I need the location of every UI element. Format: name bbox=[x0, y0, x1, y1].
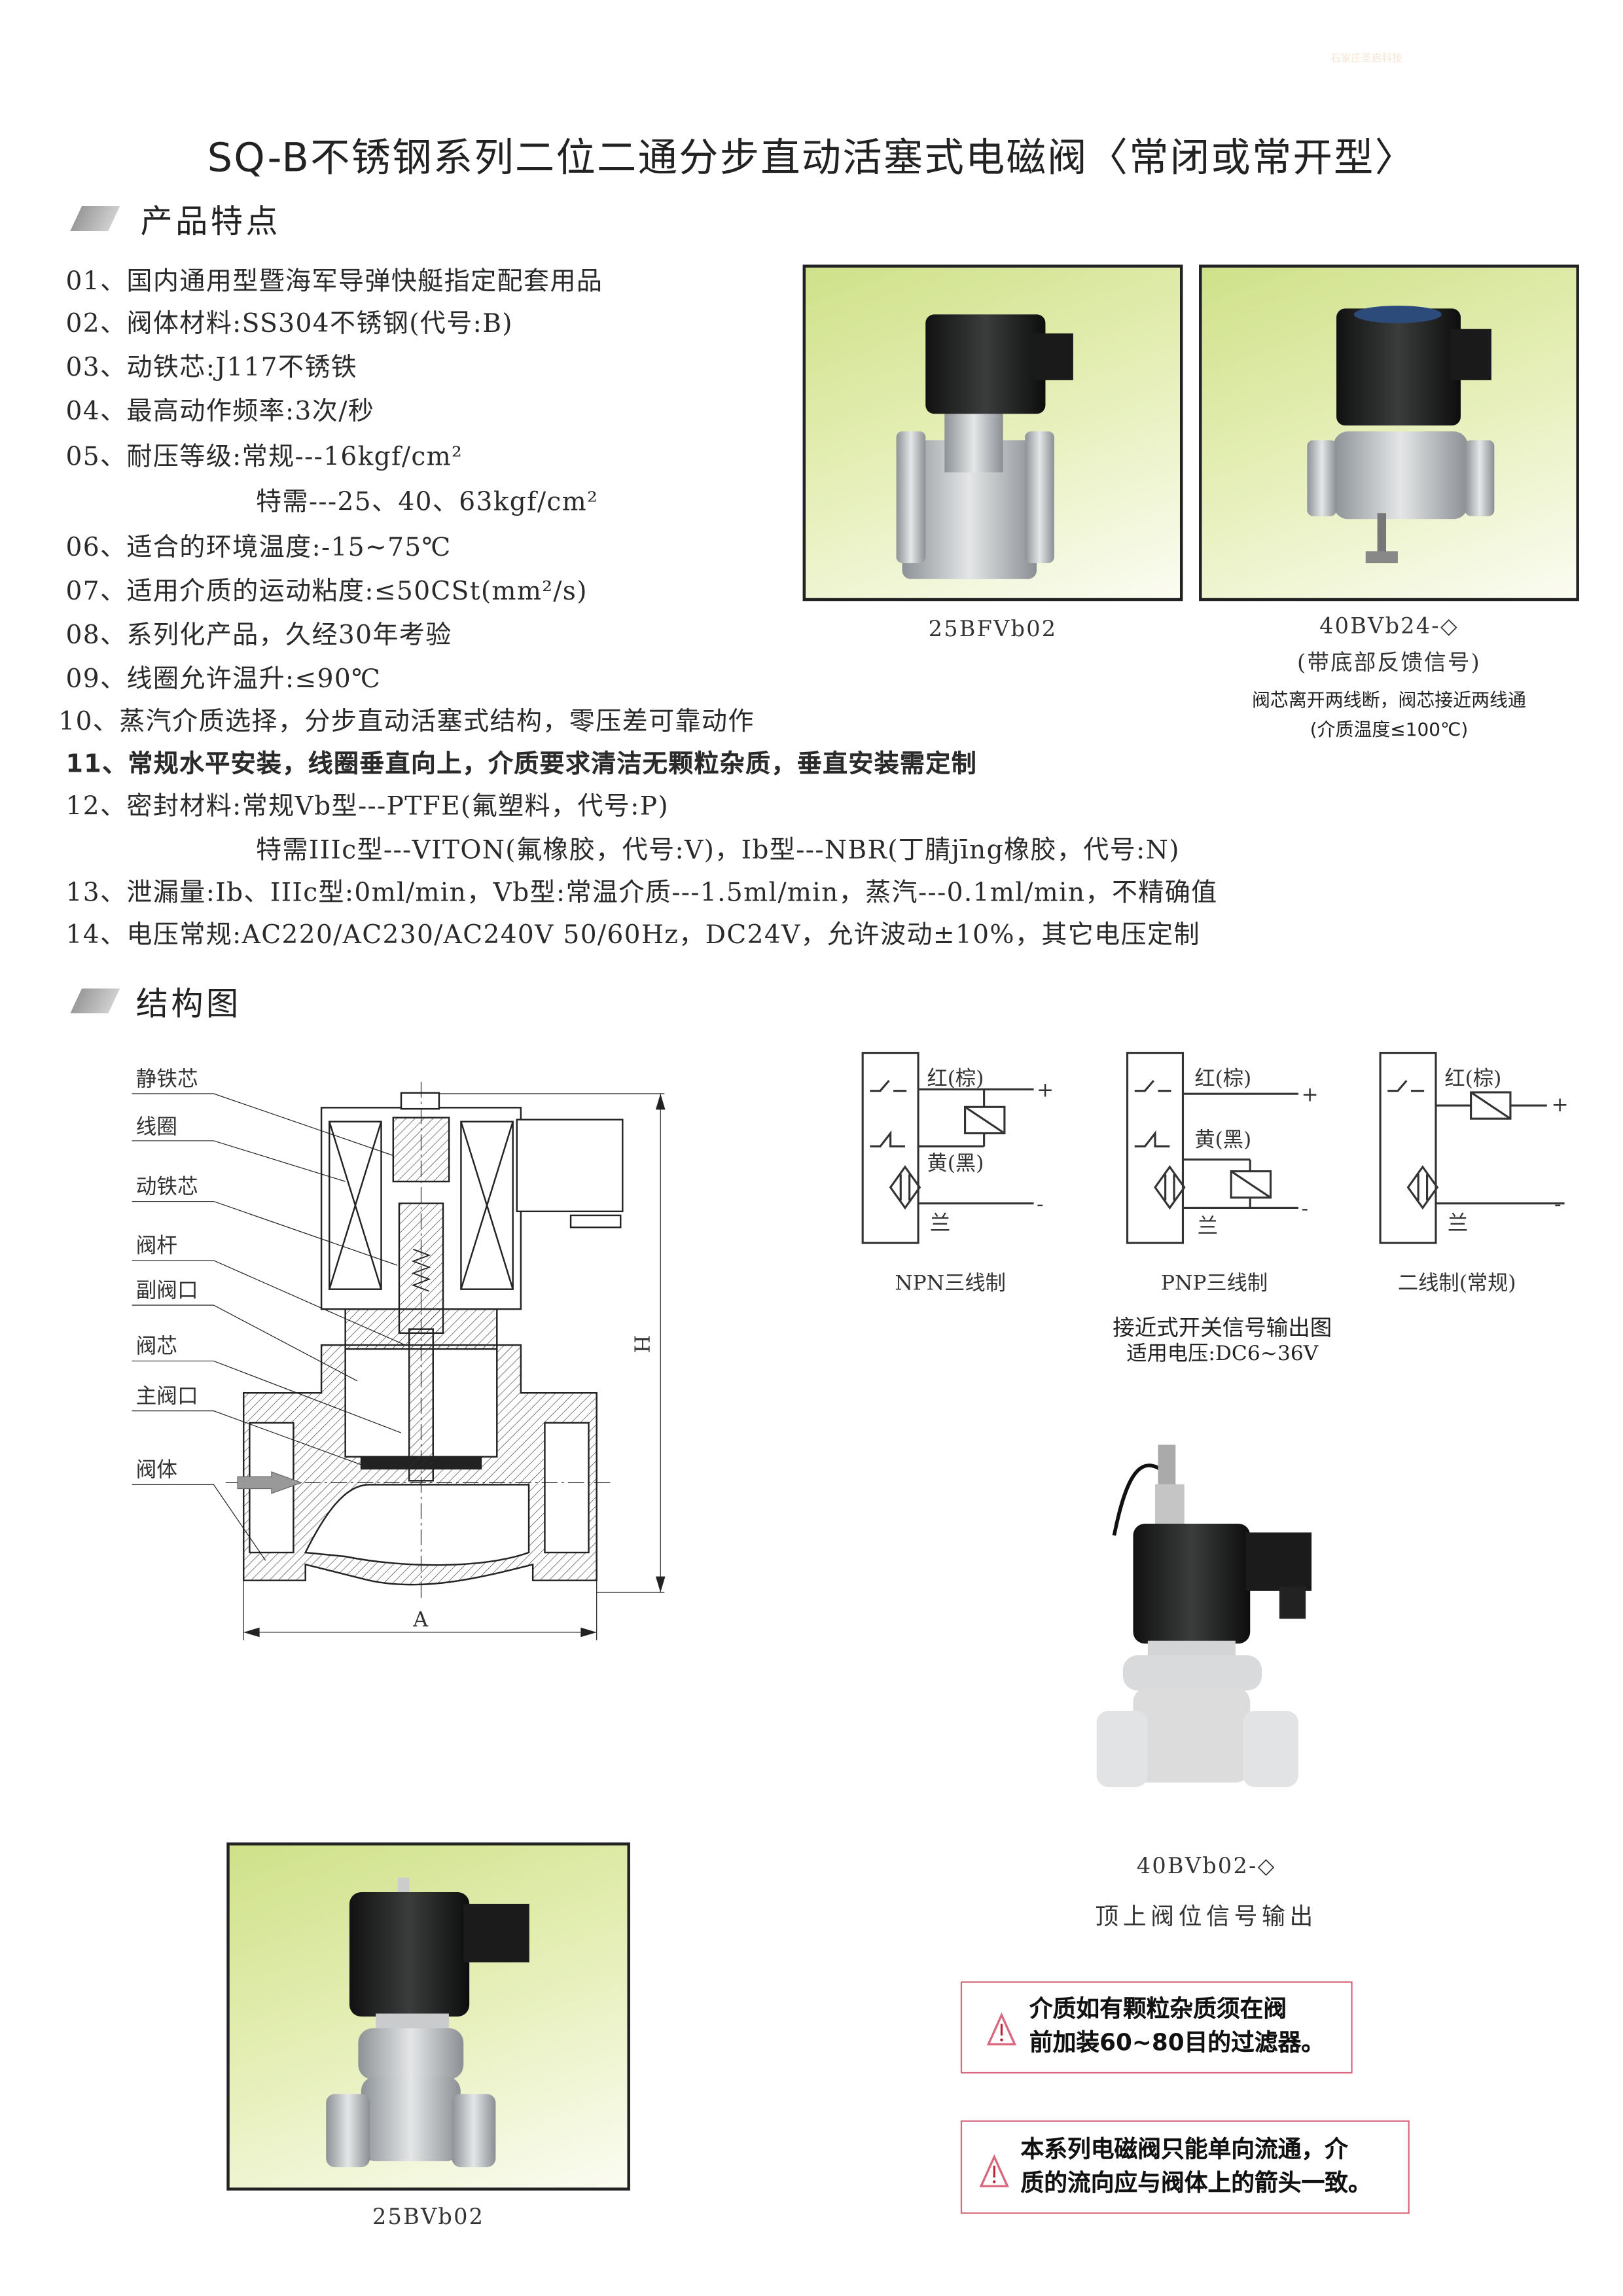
valve-bottom-feedback-image bbox=[1307, 305, 1495, 564]
dimension-a-label: A bbox=[412, 1608, 429, 1632]
warning-text: 前加装60~80目的过滤器。 bbox=[1029, 2028, 1325, 2056]
warning-triangle-icon bbox=[987, 2012, 1016, 2046]
feature-item: 12、密封材料:常规Vb型---PTFE(氟塑料，代号:P) bbox=[65, 792, 669, 822]
minus-label: - bbox=[1037, 1193, 1044, 1216]
product-photo-25BVb02 bbox=[226, 1842, 630, 2191]
wire-red-label: 红(棕) bbox=[1444, 1067, 1501, 1090]
photo-note: 阀芯离开两线断，阀芯接近两线通 bbox=[1251, 689, 1526, 711]
photo-caption: 25BFVb02 bbox=[928, 615, 1058, 642]
feature-item: 10、蒸汽介质选择，分步直动活塞式结构，零压差可靠动作 bbox=[58, 708, 755, 738]
label-main-port: 主阀口 bbox=[136, 1384, 198, 1408]
minus-label: - bbox=[1301, 1197, 1308, 1221]
label-valve-body: 阀体 bbox=[136, 1458, 177, 1482]
feature-item: 06、适合的环境温度:-15~75℃ bbox=[65, 533, 452, 564]
label-static-core: 静铁芯 bbox=[136, 1067, 198, 1091]
warning-text: 质的流向应与阀体上的箭头一致。 bbox=[1020, 2168, 1372, 2197]
page-title: SQ-B不锈钢系列二位二通分步直动活塞式电磁阀〈常闭或常开型〉 bbox=[207, 135, 1416, 182]
label-moving-core: 动铁芯 bbox=[136, 1175, 198, 1198]
photo-caption: 40BVb24-◇ bbox=[1319, 613, 1459, 639]
wire-yellow-label: 黄(黑) bbox=[927, 1151, 984, 1175]
feature-item: 11、常规水平安装，线圈垂直向上，介质要求清洁无颗粒杂质，垂直安装需定制 bbox=[65, 750, 978, 780]
valve-image bbox=[326, 1877, 529, 2168]
npn-caption: NPN三线制 bbox=[895, 1272, 1006, 1295]
photo-caption: 40BVb02-◇ bbox=[1136, 1852, 1276, 1879]
feature-item: 09、线圈允许温升:≤90℃ bbox=[65, 665, 382, 695]
feature-item: 07、适用介质的运动粘度:≤50CSt(mm²/s) bbox=[65, 577, 588, 607]
section-title-structure: 结构图 bbox=[135, 987, 241, 1024]
warning-text: 介质如有颗粒杂质须在阀 bbox=[1029, 1994, 1287, 2022]
product-photo-25BFVb02 bbox=[802, 264, 1183, 601]
section-icon bbox=[70, 988, 120, 1014]
product-photo-40BVb24 bbox=[1199, 264, 1579, 601]
two-wire-caption: 二线制(常规) bbox=[1398, 1272, 1516, 1295]
label-coil: 线圈 bbox=[136, 1115, 177, 1139]
feature-item: 04、最高动作频率:3次/秒 bbox=[65, 397, 375, 427]
feature-item: 01、国内通用型暨海军导弹快艇指定配套用品 bbox=[65, 267, 603, 297]
section-icon bbox=[70, 206, 120, 232]
plus-label: + bbox=[1551, 1093, 1568, 1117]
warning-box-filter: 介质如有颗粒杂质须在阀 前加装60~80目的过滤器。 bbox=[960, 1981, 1353, 2074]
flow-arrow-icon bbox=[237, 1471, 303, 1494]
photo-note: (介质温度≤100℃) bbox=[1310, 717, 1469, 740]
photo-subcaption: 顶上阀位信号输出 bbox=[1095, 1902, 1318, 1931]
section-title-features: 产品特点 bbox=[140, 204, 281, 242]
label-pilot-port: 副阀口 bbox=[136, 1279, 198, 1302]
warning-text: 本系列电磁阀只能单向流通，介 bbox=[1020, 2134, 1348, 2163]
wire-yellow-label: 黄(黑) bbox=[1194, 1128, 1251, 1152]
wire-blue-label: 兰 bbox=[1448, 1211, 1468, 1235]
wiring-title: 接近式开关信号输出图 bbox=[1113, 1315, 1332, 1340]
feature-item: 08、系列化产品，久经30年考验 bbox=[65, 621, 452, 651]
feature-item: 13、泄漏量:Ib、IIIc型:0ml/min，Vb型:常温介质---1.5ml… bbox=[65, 878, 1218, 908]
photo-subcaption: (带底部反馈信号) bbox=[1297, 649, 1481, 676]
feature-item: 02、阀体材料:SS304不锈钢(代号:B) bbox=[65, 310, 513, 340]
wire-red-label: 红(棕) bbox=[1194, 1067, 1251, 1090]
watermark: 石家庄圣启科技 bbox=[1330, 52, 1402, 65]
proximity-switch-wiring-diagrams: 红(棕) 黄(黑) 兰 + - 红(棕) 黄(黑) 兰 + - 红(棕) 兰 +… bbox=[861, 1052, 1569, 1365]
wiring-voltage: 适用电压:DC6~36V bbox=[1126, 1342, 1319, 1365]
dimension-h-label: H bbox=[630, 1335, 653, 1354]
plus-label: + bbox=[1301, 1083, 1318, 1106]
wire-blue-label: 兰 bbox=[930, 1211, 950, 1235]
product-photo-40BVb02 bbox=[1096, 1444, 1312, 1787]
wire-red-label: 红(棕) bbox=[927, 1067, 984, 1090]
warning-box-flow-direction: 本系列电磁阀只能单向流通，介 质的流向应与阀体上的箭头一致。 bbox=[960, 2120, 1410, 2214]
feature-item-continuation: 特需IIIc型---VITON(氟橡胶，代号:V)，Ib型---NBR(丁腈jī… bbox=[255, 836, 1180, 866]
valve-cross-section-diagram: 静铁芯 线圈 动铁芯 阀杆 副阀口 阀芯 主阀口 阀体 A H bbox=[132, 1067, 666, 1641]
pnp-caption: PNP三线制 bbox=[1161, 1272, 1268, 1295]
label-valve-core: 阀芯 bbox=[136, 1335, 177, 1358]
plus-label: + bbox=[1037, 1079, 1054, 1102]
feature-item: 03、动铁芯:J117不锈铁 bbox=[65, 353, 358, 384]
feature-item: 05、耐压等级:常规---16kgf/cm² bbox=[65, 442, 463, 473]
wire-blue-label: 兰 bbox=[1198, 1214, 1218, 1238]
label-valve-stem: 阀杆 bbox=[136, 1234, 177, 1258]
flanged-valve-image bbox=[896, 314, 1073, 579]
photo-caption: 25BVb02 bbox=[372, 2203, 485, 2231]
feature-item: 14、电压常规:AC220/AC230/AC240V 50/60Hz，DC24V… bbox=[65, 921, 1200, 951]
feature-item-continuation: 特需---25、40、63kgf/cm² bbox=[255, 488, 599, 518]
minus-label: - bbox=[1554, 1193, 1561, 1216]
warning-triangle-icon bbox=[979, 2154, 1009, 2187]
